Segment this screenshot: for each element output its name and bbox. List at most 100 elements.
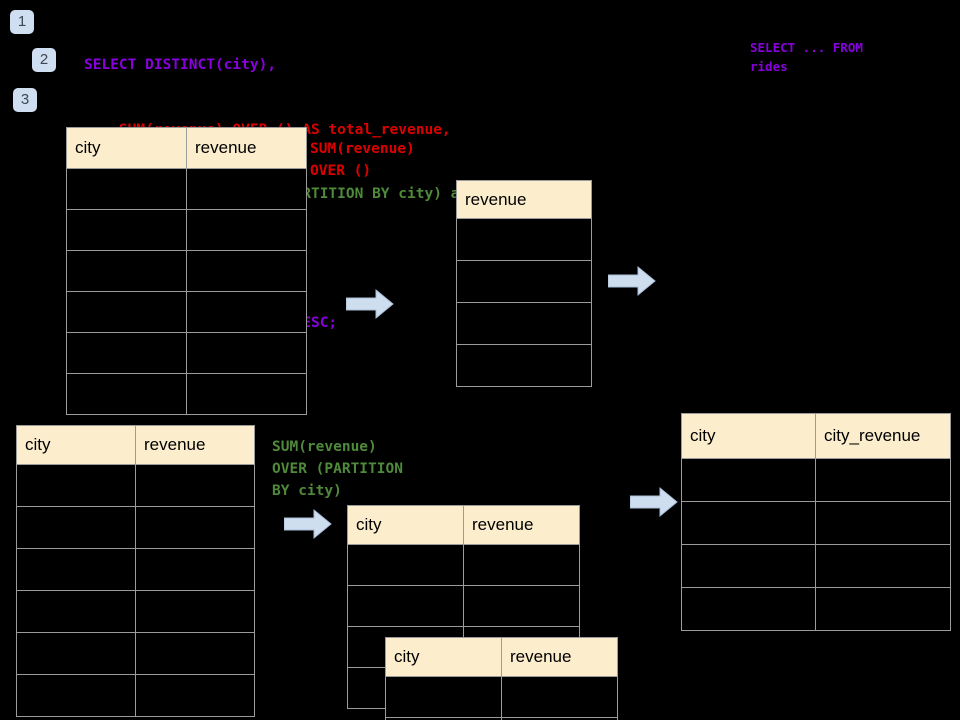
column-header-revenue: revenue [135,425,255,465]
table-row [16,548,255,591]
table-cell [66,332,187,374]
table-cell [16,590,136,633]
table-cell [501,676,618,718]
table-row [16,590,255,633]
annotation-select-from-rides: SELECT ... FROM rides [750,40,863,74]
table-row [16,464,255,507]
table-row [456,260,592,303]
column-header-revenue: revenue [456,180,592,219]
table-row [66,250,307,292]
table-cell [66,209,187,251]
table-row [16,632,255,675]
table-cell [463,585,580,627]
table-cell [16,506,136,549]
column-header-revenue: revenue [501,637,618,677]
table-row [347,585,580,627]
total-revenue-table: revenue [456,180,592,387]
rides-source-table-2: city revenue [16,425,255,717]
rides-source-table: city revenue [66,127,307,415]
table-header-row: city city_revenue [681,413,951,459]
table-header-row: city revenue [347,505,580,545]
table-cell [66,168,187,210]
column-header-city: city [681,413,816,459]
table-row [66,373,307,415]
table-cell [347,544,464,586]
table-header-row: city revenue [385,637,618,677]
table-cell [186,373,307,415]
table-row [16,674,255,717]
column-header-revenue: revenue [463,505,580,545]
table-cell [463,544,580,586]
table-cell [135,590,255,633]
table-cell [681,501,816,545]
table-cell [66,250,187,292]
table-cell [501,717,618,720]
table-cell [186,250,307,292]
table-row [681,501,951,545]
column-header-city-revenue: city_revenue [815,413,951,459]
step-badge-1: 1 [10,10,34,34]
column-header-city: city [385,637,502,677]
table-cell [135,464,255,507]
table-row [456,302,592,345]
partition-table-front: city revenue [385,637,618,720]
partition-table-back: city revenue [347,505,580,709]
table-row [385,717,618,720]
annotation-sum-over-empty: SUM(revenue) OVER () [310,141,415,179]
table-cell [16,674,136,717]
table-row [66,168,307,210]
table-cell [135,632,255,675]
annotation-sum-over-partition: SUM(revenue) OVER (PARTITION BY city) [272,439,403,499]
table-row [66,291,307,333]
table-cell [456,344,592,387]
table-cell [16,632,136,675]
table-cell [16,548,136,591]
step-badge-3: 3 [13,88,37,112]
final-result-table: city city_revenue [681,413,951,631]
arrow-right-icon-1 [346,288,394,320]
table-row [681,544,951,588]
table-cell [16,464,136,507]
table-row [681,458,951,502]
table-cell [815,587,951,631]
table-cell [681,458,816,502]
table-cell [186,168,307,210]
table-header-row: city revenue [66,127,307,169]
table-row [66,332,307,374]
table-header-row: revenue [456,180,592,219]
table-cell [186,209,307,251]
table-cell [186,332,307,374]
table-cell [456,302,592,345]
table-cell [66,291,187,333]
sql-line-select: SELECT DISTINCT(city), [84,57,277,73]
table-row [347,544,580,586]
table-cell [456,260,592,303]
table-cell [815,544,951,588]
column-header-city: city [16,425,136,465]
table-row [16,506,255,549]
table-row [681,587,951,631]
table-header-row: city revenue [16,425,255,465]
arrow-right-icon-4 [630,486,678,518]
step-badge-2: 2 [32,48,56,72]
table-row [385,676,618,718]
table-cell [385,676,502,718]
table-cell [681,587,816,631]
table-cell [135,506,255,549]
table-cell [681,544,816,588]
table-cell [815,501,951,545]
column-header-revenue: revenue [186,127,307,169]
table-cell [66,373,187,415]
arrow-right-icon-3 [284,508,332,540]
column-header-city: city [347,505,464,545]
table-row [66,209,307,251]
table-cell [135,548,255,591]
table-cell [186,291,307,333]
table-cell [456,218,592,261]
table-cell [347,585,464,627]
table-row [456,218,592,261]
table-row [456,344,592,387]
arrow-right-icon-2 [608,265,656,297]
table-cell [815,458,951,502]
